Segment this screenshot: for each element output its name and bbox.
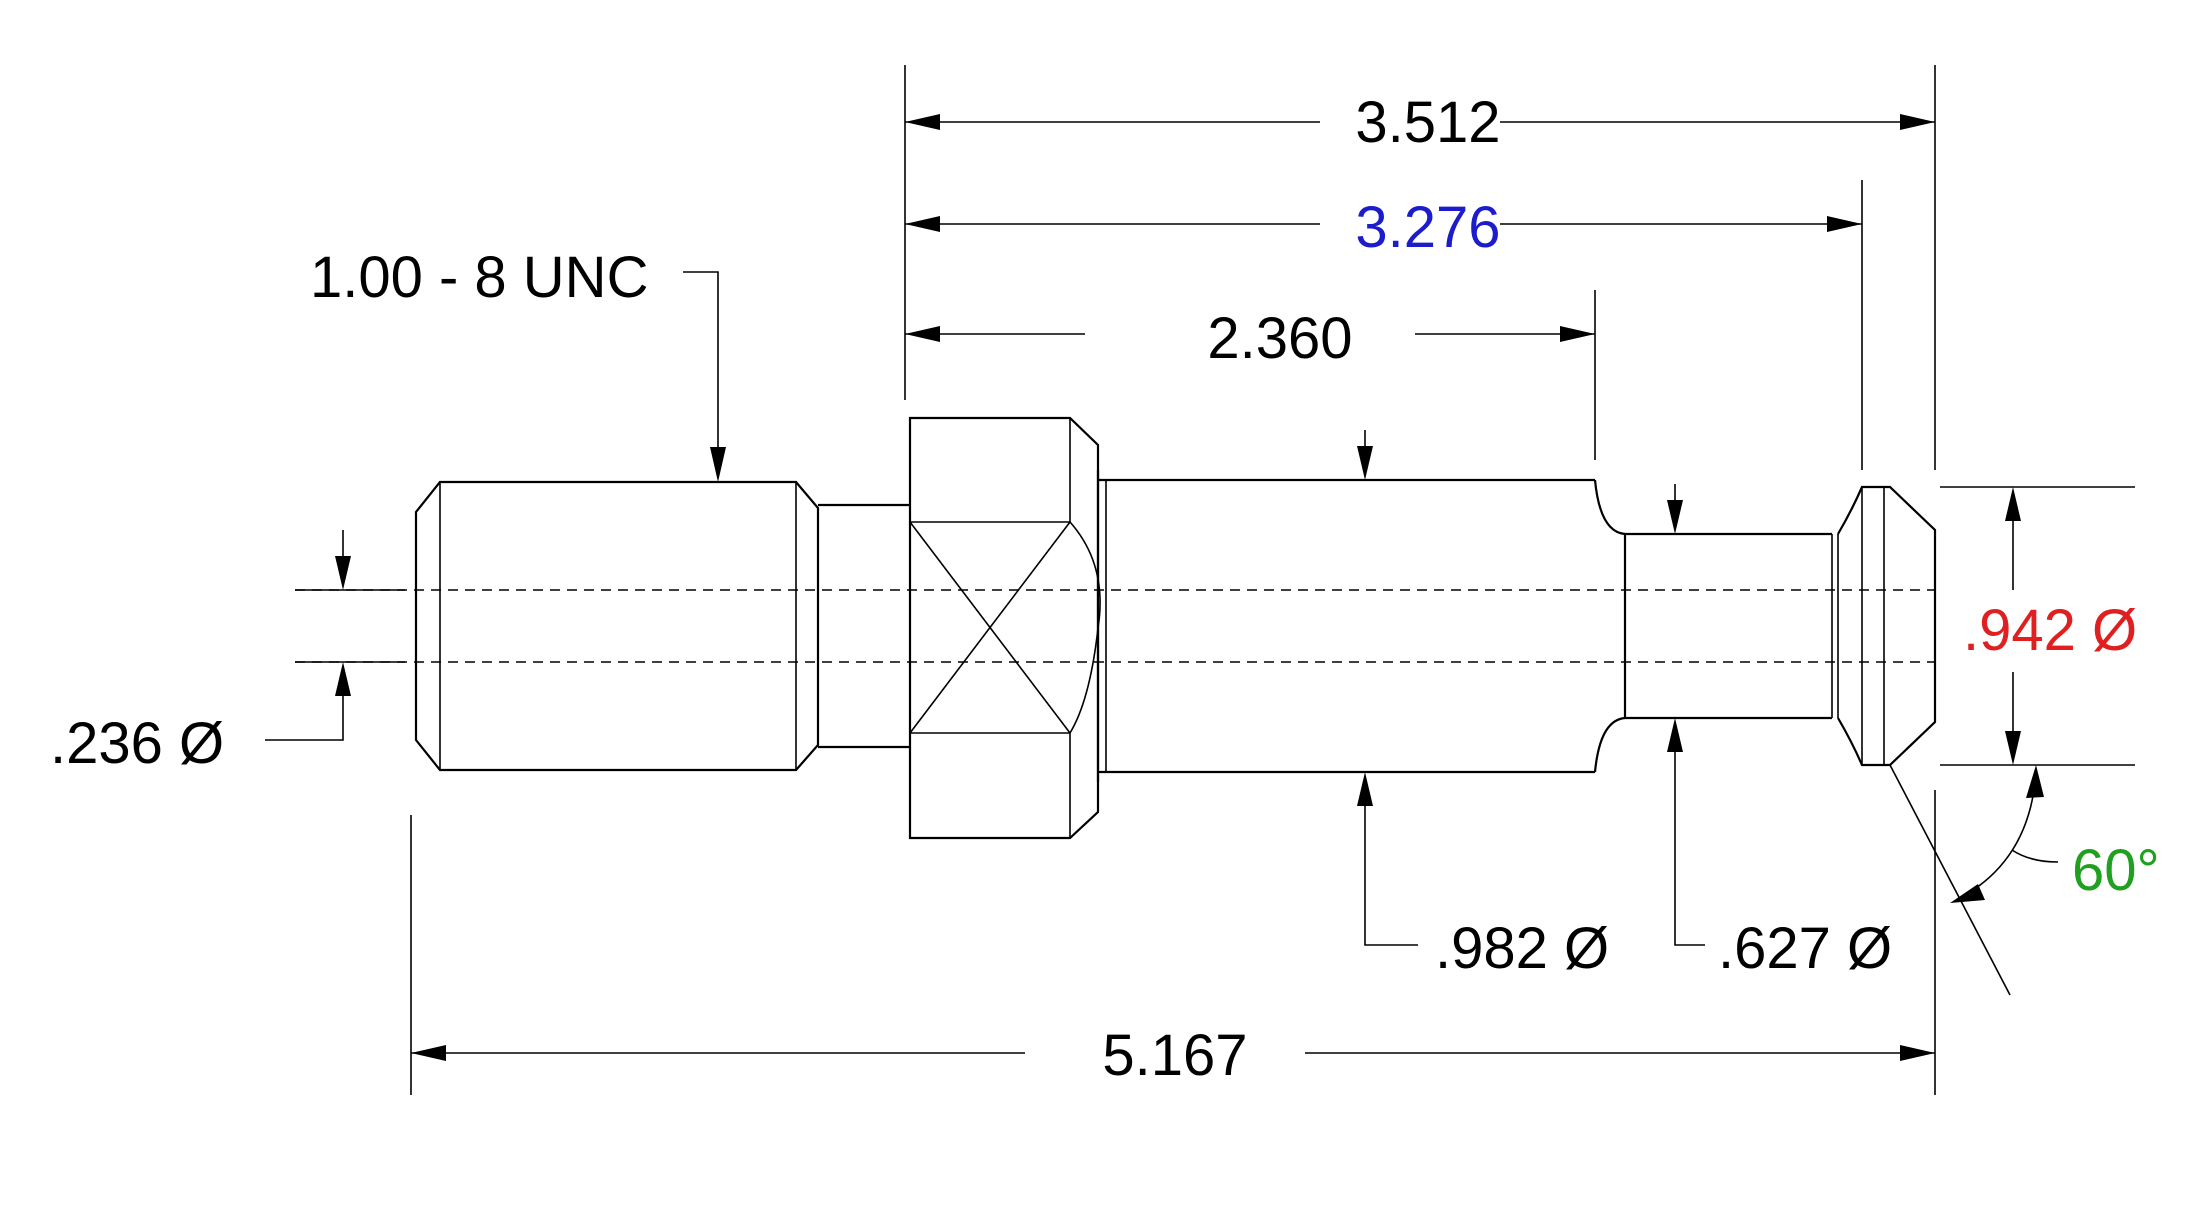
dim-text-60: 60° [2072,838,2160,903]
arrow-982-top [1357,446,1373,480]
dim-text-942: .942 Ø [1963,598,2137,663]
angle-arc [1959,771,2037,899]
threaded-section [414,480,820,772]
arrow-627-bottom [1667,718,1683,752]
dim-text-2-360: 2.360 [1207,306,1352,371]
dim-line-627-bottom [1674,752,1705,946]
dim-text-627: .627 Ø [1718,916,1892,981]
dim-text-236: .236 Ø [50,711,224,776]
arrow-942-top [2005,487,2021,521]
arrow-5-167-right [1900,1045,1935,1061]
dim-line-982-bottom [1364,806,1418,946]
arrow-5-167-left [411,1045,446,1061]
arrow-angle-top [2026,765,2044,798]
hex-chamfer-arc [1069,521,1101,734]
dim-627-dia: .627 Ø [1667,484,1892,981]
thread-callout-text: 1.00 - 8 UNC [310,245,648,310]
arrow-2-360-right [1560,326,1595,342]
dim-3-276: 3.276 [905,180,1863,470]
arrow-3-276-right [1827,216,1862,232]
arrow-236-top [335,556,351,590]
arrow-236-bottom [335,662,351,696]
arrow-thread-callout [710,447,726,482]
dim-text-3-512: 3.512 [1355,90,1500,155]
dim-60-angle: 60° [1889,764,2160,996]
dim-236-dia: .236 Ø [50,530,405,776]
dim-text-5-167: 5.167 [1102,1023,1247,1088]
arrow-3-276-left [905,216,940,232]
dim-982-dia: .982 Ø [1357,430,1609,981]
leader-thread-callout: 1.00 - 8 UNC [310,245,726,482]
neck [1625,532,1832,720]
hex-flat-cross-b [909,521,1071,734]
angle-extension-line [1889,764,2011,996]
leader-line-thread [683,271,719,450]
arrow-627-top [1667,500,1683,534]
dim-text-3-276: 3.276 [1355,195,1500,260]
shank [1096,470,1595,782]
bore-hidden-lines [295,589,1935,663]
dim-5-167: 5.167 [410,790,1936,1095]
arrow-3-512-right [1900,114,1935,130]
arrow-angle-bottom [1950,884,1985,903]
arrow-942-bottom [2005,731,2021,765]
dim-942-dia: .942 Ø [1940,486,2137,766]
dim-text-982: .982 Ø [1435,916,1609,981]
dim-line-236-bottom [265,692,344,741]
arrow-2-360-left [905,326,940,342]
neck-fillet [1593,479,1627,773]
cone-head [1837,485,1937,767]
part-outline [414,416,1937,840]
dim-3-512: 3.512 [904,65,1936,470]
dim-2-360: 2.360 [905,290,1596,460]
thread-relief [818,503,910,749]
arrow-3-512-left [905,114,940,130]
angle-leader [2011,849,2059,863]
arrow-982-bottom [1357,772,1373,806]
